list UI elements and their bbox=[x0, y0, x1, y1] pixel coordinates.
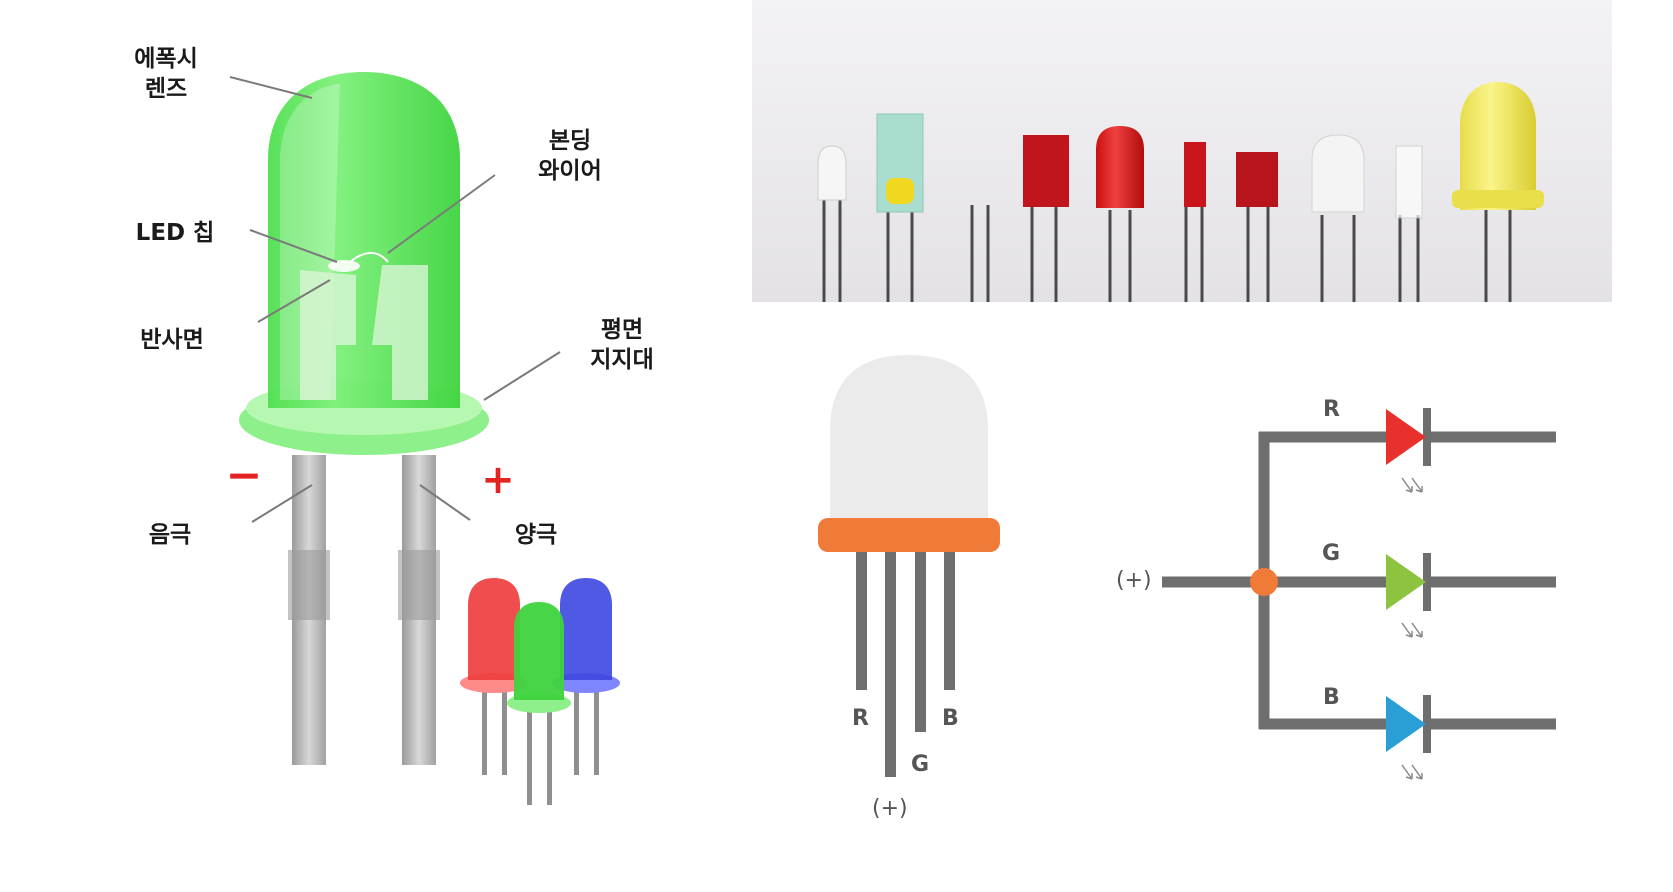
diode-r bbox=[1386, 409, 1426, 465]
bonding-wire bbox=[349, 252, 389, 263]
small-blue-led bbox=[552, 578, 620, 775]
pin-common-leg bbox=[885, 552, 896, 777]
pin-g-leg bbox=[915, 552, 926, 732]
plus-sign: + bbox=[481, 457, 515, 503]
pin-g-label: G bbox=[911, 752, 930, 777]
label-bonding-wire: 본딩 와이어 bbox=[538, 128, 602, 184]
reflector-cup bbox=[300, 270, 356, 400]
diode-g bbox=[1386, 554, 1426, 610]
led-anatomy-illustration bbox=[229, 72, 561, 765]
pin-r-label: R bbox=[852, 706, 869, 731]
pin-b-leg bbox=[944, 552, 955, 690]
light-emission-arrows bbox=[1401, 477, 1423, 780]
schematic-label-g: G bbox=[1322, 541, 1341, 566]
label-led-chip: LED 칩 bbox=[135, 220, 215, 246]
rgb-led-flange bbox=[818, 518, 1000, 552]
small-rgb-leds bbox=[460, 578, 620, 805]
rgb-led-package bbox=[818, 355, 1000, 777]
led-assortment-photo bbox=[752, 0, 1612, 302]
led-chip bbox=[328, 260, 360, 272]
label-reflector: 반사면 bbox=[140, 327, 204, 353]
schematic-label-b: B bbox=[1323, 685, 1340, 710]
label-epoxy-lens: 에폭시 렌즈 bbox=[134, 46, 198, 102]
junction-dot bbox=[1250, 568, 1278, 596]
label-flat-spot: 평면 지지대 bbox=[590, 317, 654, 373]
pin-b-label: B bbox=[942, 706, 959, 731]
rgb-led-dome bbox=[830, 355, 988, 520]
pin-common-label: (+) bbox=[872, 796, 908, 821]
minus-sign: − bbox=[225, 450, 263, 501]
label-anode: 양극 bbox=[514, 522, 558, 548]
label-cathode: 음극 bbox=[148, 522, 192, 548]
small-red-led bbox=[460, 578, 528, 775]
small-green-led bbox=[507, 602, 571, 805]
pin-r-leg bbox=[856, 552, 867, 690]
rgb-schematic bbox=[1162, 408, 1556, 753]
schematic-label-r: R bbox=[1323, 397, 1340, 422]
schematic-input-label: (+) bbox=[1116, 568, 1152, 593]
diode-b bbox=[1386, 696, 1426, 752]
